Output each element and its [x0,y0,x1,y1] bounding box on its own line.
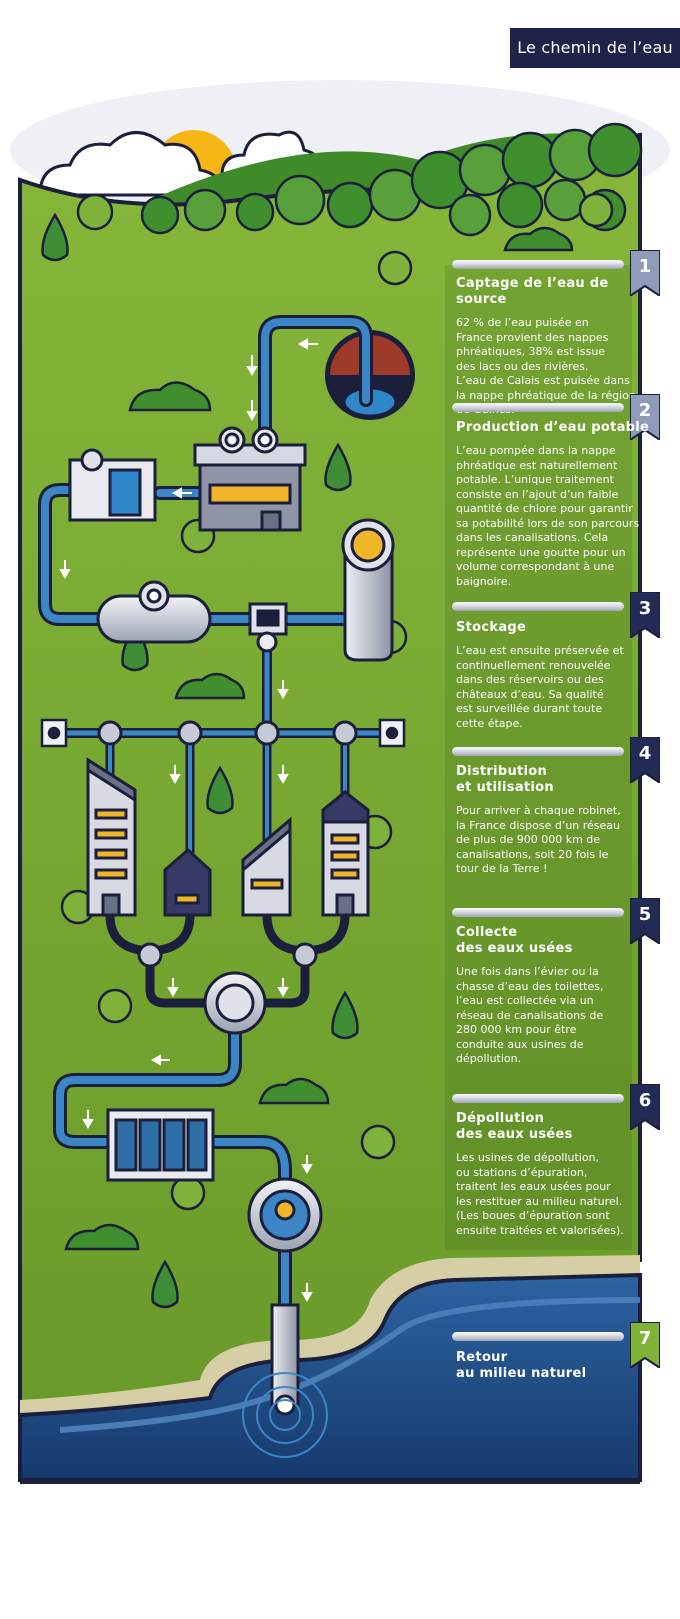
pine-tree-icon [41,212,359,1309]
title-badge: Le chemin de l’eau [510,28,680,68]
step-3-ribbon: 3 [629,591,661,640]
ripples [242,1372,328,1458]
step-2-title: Production d’eau potable [456,420,650,435]
step-4-number: 4 [638,743,652,764]
step-6: Dépollution des eaux usées Les usines de… [456,1111,656,1238]
step-2-ribbon: 2 [629,393,661,442]
step-3-number: 3 [638,598,652,619]
step-7-ribbon: 7 [629,1321,661,1370]
step-1-number: 1 [638,256,652,277]
pipe-junction [97,720,358,968]
step-4-text: Pour arriver à chaque robinet, la France… [456,804,621,875]
flow-arrow-icon [59,338,318,1303]
production-plant [193,426,307,532]
step-3-bar [452,602,624,611]
chlorine-unit [68,448,157,522]
step-3: Stockage L’eau est ensuite préservée et … [456,620,656,731]
step-6-text: Les usines de dépollution, ou stations d… [456,1151,624,1237]
step-7-number: 7 [638,1328,652,1349]
step-4-title: Distribution et utilisation [456,764,554,795]
sea [18,1272,642,1482]
step-2-bar [452,403,624,412]
bush-icon [64,226,574,1251]
step-1-bar [452,260,624,269]
step-2-text: L’eau pompée dans la nappe phréatique es… [456,444,640,588]
step-3-text: L’eau est ensuite préservée et continuel… [456,644,624,730]
wastewater-plant [106,1108,215,1182]
outfall-pipe [270,1303,300,1416]
step-5-bar [452,908,624,917]
step-6-number: 6 [638,1090,652,1111]
step-6-ribbon: 6 [629,1083,661,1132]
step-7-title: Retour au milieu naturel [456,1350,587,1381]
step-5-ribbon: 5 [629,897,661,946]
step-1-title: Captage de l’eau de source [456,276,609,307]
step-2-number: 2 [638,400,652,421]
buildings [86,757,370,917]
collector-hub [203,971,267,1035]
step-5: Collecte des eaux usées Une fois dans l’… [456,925,656,1067]
clarifier [247,1177,323,1253]
step-1-text: 62 % de l’eau puisée en France provient … [456,316,636,416]
step-7-bar [452,1332,624,1341]
step-6-title: Dépollution des eaux usées [456,1111,573,1142]
storage-tank [96,580,288,653]
valve-box [40,718,406,748]
step-6-bar [452,1094,624,1103]
step-4: Distribution et utilisation Pour arriver… [456,764,656,877]
step-5-number: 5 [638,904,652,925]
step-2: Production d’eau potable L’eau pompée da… [456,420,656,589]
water-tower [341,518,395,662]
step-5-text: Une fois dans l’évier ou la chasse d’eau… [456,965,604,1065]
step-4-ribbon: 4 [629,736,661,785]
step-7: Retour au milieu naturel [456,1350,656,1382]
step-5-title: Collecte des eaux usées [456,925,573,956]
step-1-ribbon: 1 [629,249,661,298]
step-4-bar [452,747,624,756]
step-3-title: Stockage [456,620,527,635]
step-1: Captage de l’eau de source 62 % de l’eau… [456,276,656,418]
